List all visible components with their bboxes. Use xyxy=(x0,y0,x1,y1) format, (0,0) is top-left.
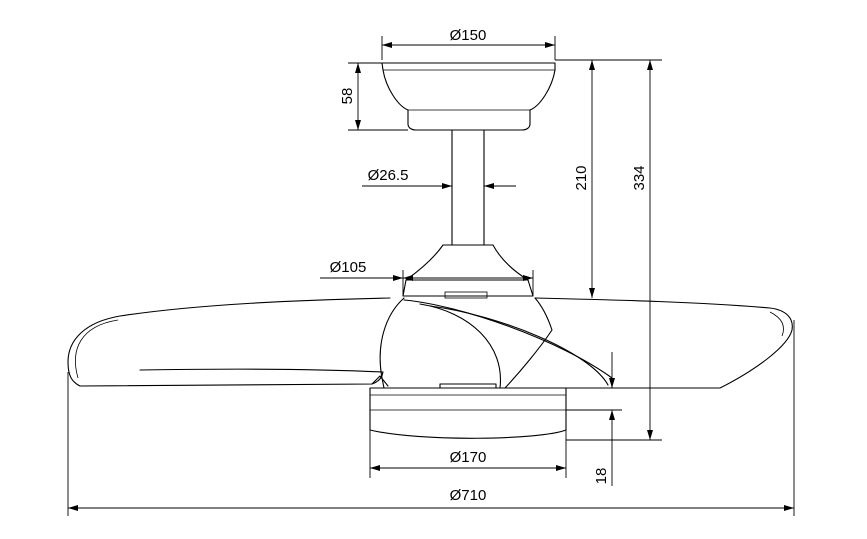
label-blade-span: Ø710 xyxy=(450,487,487,504)
label-canopy-diameter: Ø150 xyxy=(450,27,487,44)
dim-light-height: 18 xyxy=(566,352,622,486)
dim-motor-cover-diameter: Ø105 xyxy=(320,259,534,296)
left-blade xyxy=(67,297,391,387)
downrod xyxy=(451,129,485,246)
dim-canopy-diameter: Ø150 xyxy=(381,27,556,60)
label-canopy-height: 58 xyxy=(339,88,356,105)
label-light-diameter: Ø170 xyxy=(450,449,487,466)
motor-body xyxy=(379,297,553,389)
light-housing xyxy=(369,387,567,439)
canopy xyxy=(381,62,556,131)
right-blade xyxy=(534,297,793,389)
dim-downrod-diameter: Ø26.5 xyxy=(362,167,516,194)
dim-overall-height: 334 xyxy=(566,59,662,441)
label-canopy-to-blade: 210 xyxy=(573,165,590,190)
label-downrod-diameter: Ø26.5 xyxy=(368,167,409,184)
dimension-lines: Ø150 58 Ø26.5 Ø105 21 xyxy=(67,27,795,516)
dim-canopy-to-blade: 210 xyxy=(555,59,610,298)
motor-cover xyxy=(405,244,529,281)
dim-blade-span: Ø710 xyxy=(67,320,795,516)
dim-canopy-height: 58 xyxy=(339,62,408,131)
fan-outline xyxy=(67,62,793,439)
label-overall-height: 334 xyxy=(631,165,648,190)
label-light-height: 18 xyxy=(593,468,610,485)
label-motor-cover-diameter: Ø105 xyxy=(330,259,367,276)
dim-light-diameter: Ø170 xyxy=(369,430,567,478)
